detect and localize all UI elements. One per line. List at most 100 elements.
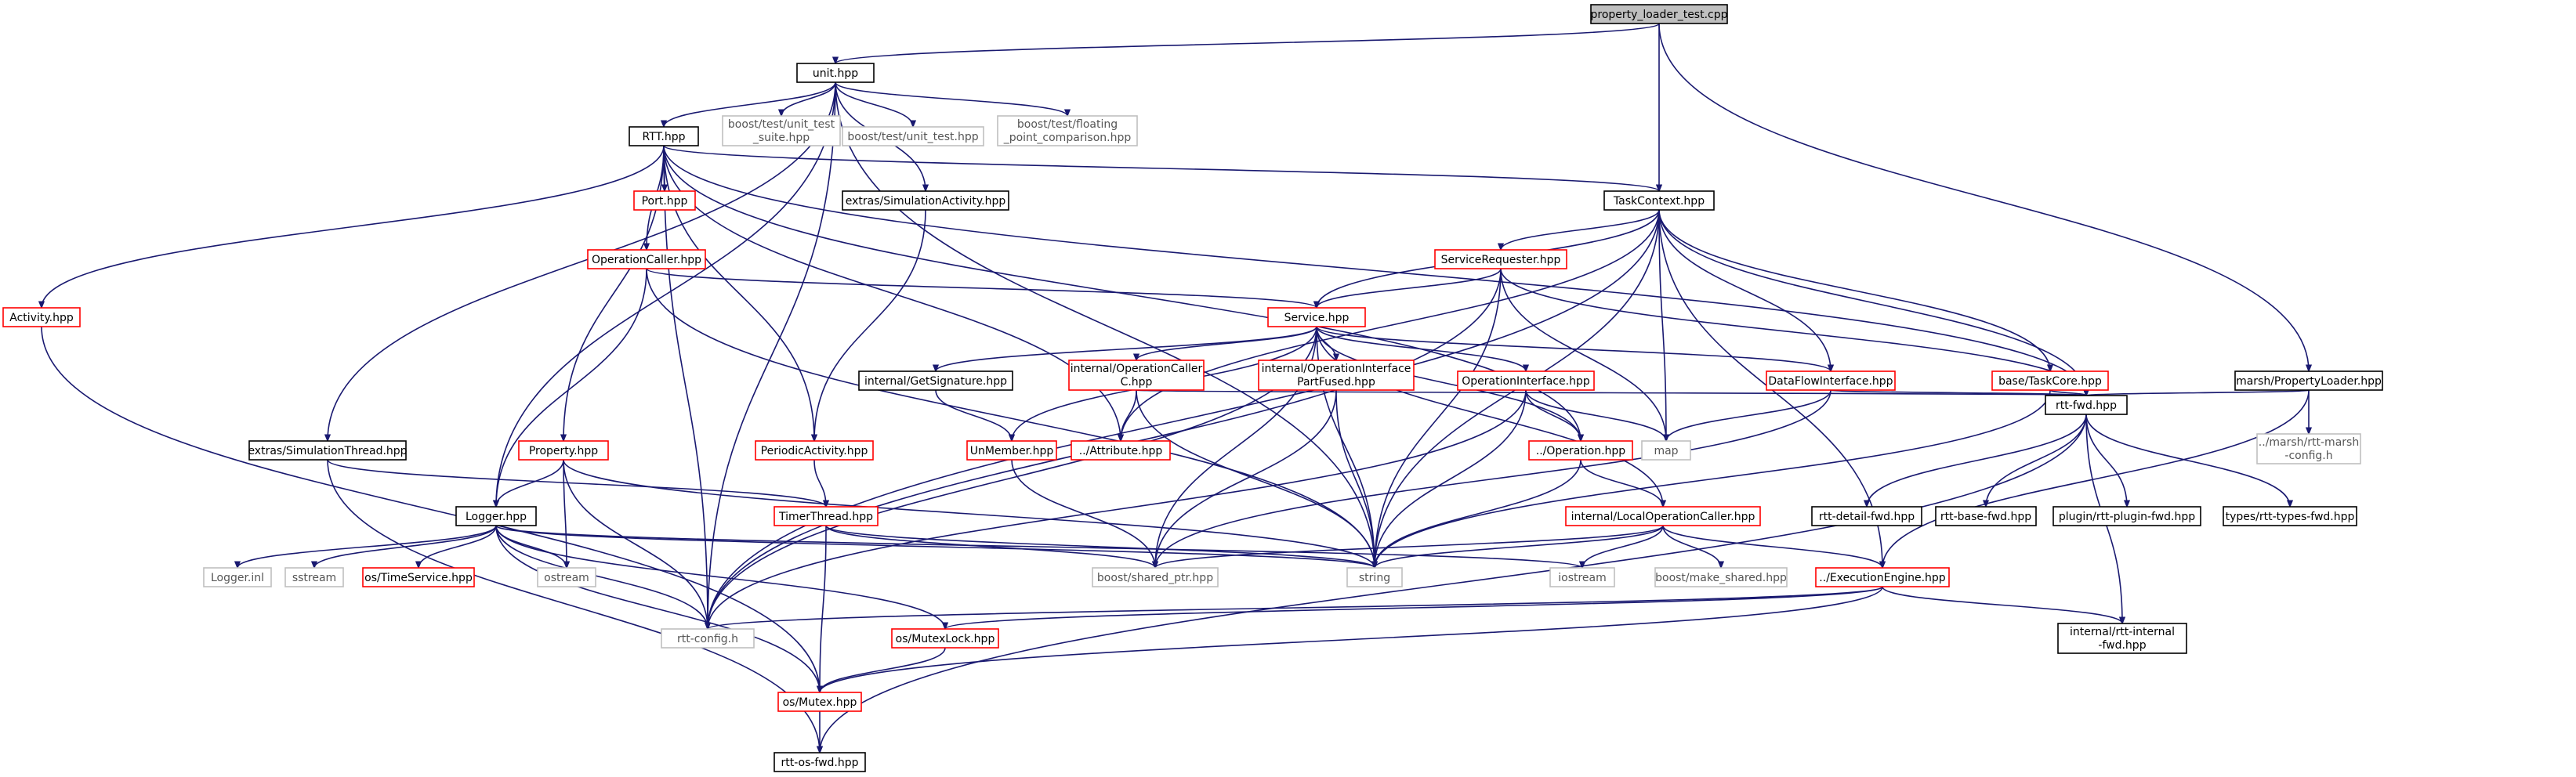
node-box-loggerinl [203,567,272,587]
node-service[interactable]: Service.hpp [1267,307,1366,327]
edge-int_localop-to-string [1375,525,1664,568]
edge-logger-to-mutex [495,525,820,692]
node-marsh_cfg: ../marsh/rtt-marsh-config.h [2256,433,2361,464]
edge-taskctx-to-basetask [1658,209,2050,371]
node-periodic[interactable]: PeriodicActivity.hpp [755,440,874,461]
node-label-opcaller: OperationCaller.hpp [592,254,701,266]
node-label-attribute: ../Attribute.hpp [1079,445,1163,457]
edge-taskctx-to-map [1658,209,1666,441]
node-intfwd[interactable]: internal/rtt-internal-fwd.hpp [2057,623,2187,654]
node-dataflow[interactable]: DataFlowInterface.hpp [1766,370,1896,391]
node-label-opif: OperationInterface.hpp [1462,375,1590,388]
node-marsh[interactable]: marsh/PropertyLoader.hpp [2234,370,2383,391]
node-mutexlock[interactable]: os/MutexLock.hpp [891,628,999,649]
node-getsig[interactable]: internal/GetSignature.hpp [858,370,1013,391]
node-label-intfwd-line1: internal/rtt-internal [2070,626,2175,638]
node-osfwd[interactable]: rtt-os-fwd.hpp [774,752,866,772]
node-box-basetask [1991,370,2109,391]
node-sstream: sstream [284,567,344,587]
node-ext_simact[interactable]: extras/SimulationActivity.hpp [842,190,1009,211]
node-property[interactable]: Property.hpp [518,440,609,461]
node-timeservice[interactable]: os/TimeService.hpp [362,567,475,587]
node-opif[interactable]: OperationInterface.hpp [1457,370,1595,391]
node-box-opif [1457,370,1595,391]
edge-opif-to-string [1375,389,1527,568]
node-root[interactable]: property_loader_test.cpp [1590,4,1728,24]
edge-execengine-to-mutexlock [945,586,1883,630]
node-opcaller[interactable]: OperationCaller.hpp [587,249,706,269]
node-servreq[interactable]: ServiceRequester.hpp [1434,249,1567,269]
node-mutex[interactable]: os/Mutex.hpp [777,692,862,712]
node-execengine[interactable]: ../ExecutionEngine.hpp [1815,567,1950,587]
node-attribute[interactable]: ../Attribute.hpp [1071,440,1171,461]
edge-mutexlock-to-mutex [820,647,946,692]
node-activity[interactable]: Activity.hpp [2,307,81,327]
node-rtt[interactable]: RTT.hpp [629,126,699,146]
edge-service-to-int_opcaller [1136,326,1317,360]
node-taskctx[interactable]: TaskContext.hpp [1603,190,1715,211]
node-bt_unit: boost/test/unit_test.hpp [842,126,984,146]
edge-int_opcaller-to-attribute [1121,389,1137,441]
edge-int_opif-to-string [1335,389,1375,568]
node-detailfwd[interactable]: rtt-detail-fwd.hpp [1811,506,1922,526]
node-box-int_localop [1565,506,1761,526]
edge-basetask-to-string [1375,389,2051,568]
node-label-intfwd-line2: -fwd.hpp [2098,639,2146,652]
node-basefwd[interactable]: rtt-base-fwd.hpp [1935,506,2037,526]
node-loggerinl: Logger.inl [203,567,272,587]
node-label-makeshared: boost/make_shared.hpp [1655,572,1787,584]
node-operation[interactable]: ../Operation.hpp [1528,440,1633,461]
node-label-timerthr: TimerThread.hpp [778,511,873,523]
edge-unit-to-bt_unit [835,81,913,127]
node-box-servreq [1434,249,1567,269]
node-box-string [1346,567,1403,587]
edge-root-to-marsh [1658,23,2309,371]
node-timerthr[interactable]: TimerThread.hpp [774,506,879,526]
node-label-operation: ../Operation.hpp [1536,445,1625,457]
edge-int_opcaller-to-rttfwd [1136,390,2086,396]
edge-ext_simthr-to-timerthr [327,459,826,508]
node-string: string [1346,567,1403,587]
node-ext_simthr[interactable]: extras/SimulationThread.hpp [248,440,408,461]
edge-execengine-to-intfwd [1882,586,2122,623]
edge-unit-to-rttconfig [708,81,836,629]
node-unmember[interactable]: UnMember.hpp [966,440,1057,461]
node-logger[interactable]: Logger.hpp [455,506,537,526]
node-label-detailfwd: rtt-detail-fwd.hpp [1819,511,1915,523]
node-box-opcaller [587,249,706,269]
edge-execengine-to-mutex [820,586,1883,692]
edge-int_opif-to-sharedptr [1155,389,1337,568]
edge-int_localop-to-sharedptr [1155,525,1664,569]
node-label-logger: Logger.hpp [466,511,527,523]
node-label-int_localop: internal/LocalOperationCaller.hpp [1571,511,1755,523]
node-label-sharedptr: boost/shared_ptr.hpp [1097,572,1213,584]
node-sharedptr: boost/shared_ptr.hpp [1092,567,1219,587]
edge-int_localop-to-iostream [1582,525,1664,568]
edge-property-to-ostream [563,459,567,568]
edge-logger-to-rttconfig [495,525,708,629]
edge-rttfwd-to-pluginfwd [2085,414,2127,507]
node-pluginfwd[interactable]: plugin/rtt-plugin-fwd.hpp [2052,506,2201,526]
node-typesfwd[interactable]: types/rtt-types-fwd.hpp [2223,506,2357,526]
node-label-unit: unit.hpp [813,67,858,80]
edge-int_localop-to-execengine [1662,525,1882,568]
edge-taskctx-to-dataflow [1658,209,1831,371]
edge-opif-to-operation [1525,389,1581,441]
node-basetask[interactable]: base/TaskCore.hpp [1991,370,2109,391]
edge-ext_simthr-to-osfwd [327,459,820,753]
edge-servreq-to-service [1317,268,1502,308]
node-port[interactable]: Port.hpp [633,190,696,211]
node-box-osfwd [774,752,866,772]
node-box-mutex [777,692,862,712]
node-label-mutex: os/Mutex.hpp [783,696,857,709]
node-int_localop[interactable]: internal/LocalOperationCaller.hpp [1565,506,1761,526]
node-box-int_opif [1258,360,1415,391]
edge-service-to-opif [1316,326,1526,371]
node-box-int_opcaller [1068,360,1205,391]
node-unit[interactable]: unit.hpp [796,63,875,83]
node-rttfwd[interactable]: rtt-fwd.hpp [2045,395,2128,415]
node-box-unmember [966,440,1057,461]
edge-getsig-to-unmember [935,389,1012,441]
